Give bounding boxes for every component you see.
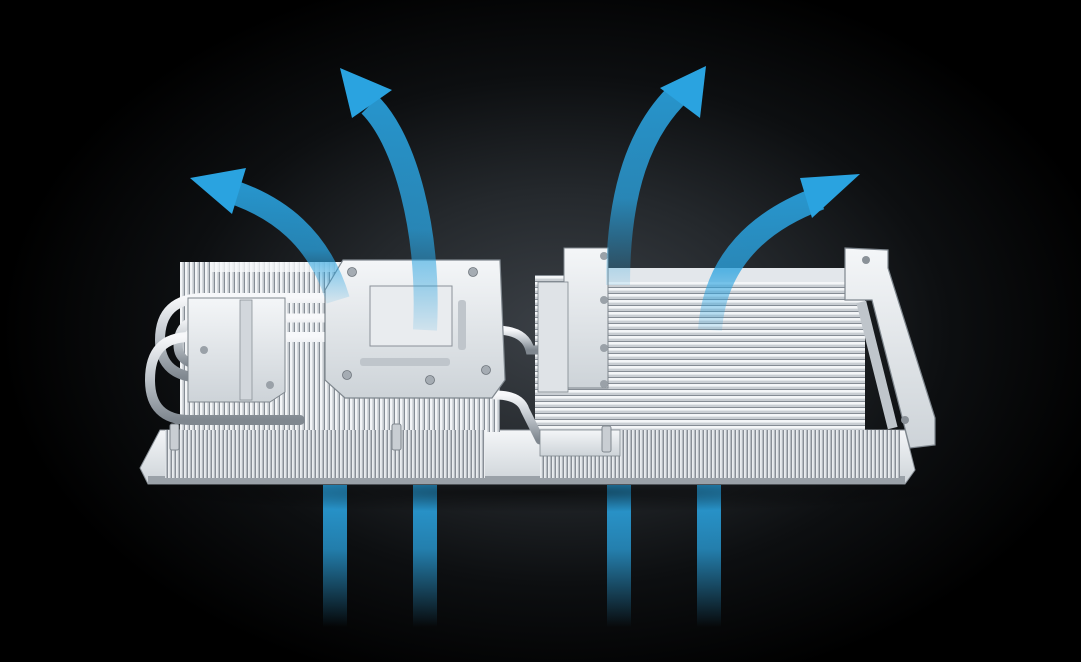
io-bracket [844, 247, 936, 449]
left-lower-fin-stack [165, 430, 485, 478]
outlet-arrow-far-right [698, 174, 860, 332]
heatsink-assembly [125, 247, 965, 512]
heatpipe-6 [490, 390, 545, 445]
outlet-airflow-group [190, 66, 860, 332]
mount-screw-4 [425, 375, 435, 385]
left-bracket [187, 297, 286, 403]
mount-screw-3 [342, 370, 352, 380]
mount-screw-1 [347, 267, 357, 277]
standoff-posts [169, 423, 612, 453]
outlet-arrow-far-left [190, 168, 350, 304]
outlet-arrow-left [340, 68, 438, 331]
mount-screw-2 [468, 267, 478, 277]
mount-screw-5 [481, 365, 491, 375]
outlet-arrow-right [606, 66, 706, 286]
heatpipe-3 [144, 332, 345, 425]
heatpipe-1 [154, 293, 345, 383]
base-plate-edge [148, 476, 905, 484]
gpu-die-pad [369, 285, 453, 347]
